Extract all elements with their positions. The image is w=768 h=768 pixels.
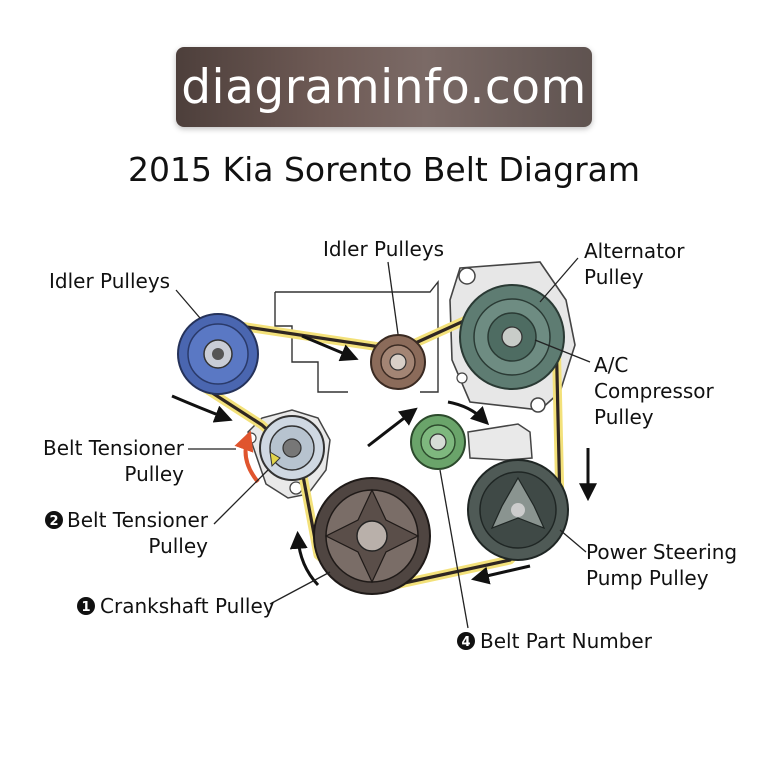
site-banner-text: diagraminfo.com (181, 59, 587, 115)
idler-pulley-center (370, 334, 426, 390)
label-alternator-line2: Pulley (584, 265, 644, 289)
badge-part-number: 4 (457, 632, 475, 650)
label-idler-pulleys-left: Idler Pulleys (49, 269, 170, 293)
label-power-steering-line1: Power Steering (586, 540, 737, 564)
power-steering-pump-pulley (467, 459, 569, 561)
page-title: 2015 Kia Sorento Belt Diagram (127, 150, 641, 189)
svg-text:2: 2 (49, 514, 58, 529)
engine-outline (274, 280, 439, 393)
belt-tensioner-pulley (259, 415, 325, 481)
badge-crankshaft: 1 (77, 597, 95, 615)
green-idler-pulley (410, 414, 466, 470)
crankshaft-pulley (313, 477, 431, 595)
badge-tensioner: 2 (45, 511, 63, 529)
direction-arrow-bottom (470, 564, 531, 585)
leader-power-steering (559, 529, 587, 553)
label-power-steering-line2: Pump Pulley (586, 566, 709, 590)
leader-alternator (539, 257, 579, 303)
label-belt-part-number: Belt Part Number (480, 629, 653, 653)
svg-text:1: 1 (81, 600, 90, 615)
svg-text:4: 4 (461, 635, 470, 650)
label-ac-line2: Compressor (594, 379, 715, 403)
tensioner-adjust-arrow (234, 430, 260, 484)
leader-idler-center (387, 261, 399, 335)
idler-pulley-top-left (177, 313, 259, 395)
label-alternator-line1: Alternator (584, 239, 685, 263)
label-belt-tensioner-2-line2: Pulley (148, 534, 208, 558)
label-belt-tensioner-line1: Belt Tensioner (43, 436, 185, 460)
label-belt-tensioner-line2: Pulley (124, 462, 184, 486)
direction-arrow-green (447, 400, 490, 426)
leader-crankshaft (269, 571, 331, 605)
leader-idler-top-left (175, 289, 201, 319)
direction-arrow-center (367, 407, 418, 448)
alternator-pulley (459, 284, 565, 390)
leader-belt-part-number (439, 469, 469, 629)
label-belt-tensioner-2-line1: Belt Tensioner (67, 508, 209, 532)
direction-arrow-top (301, 334, 359, 362)
label-ac-line3: Pulley (594, 405, 654, 429)
label-idler-pulleys-center: Idler Pulleys (323, 237, 444, 261)
power-steering-bracket (467, 423, 533, 461)
leader-ac-compressor (534, 339, 591, 363)
direction-arrow-left (171, 394, 233, 423)
label-crankshaft-pulley: Crankshaft Pulley (100, 594, 275, 618)
leader-belt-tensioner-2 (213, 469, 269, 525)
label-ac-line1: A/C (594, 353, 628, 377)
direction-arrow-lower-left (289, 530, 320, 587)
site-banner: diagraminfo.com (176, 47, 592, 127)
